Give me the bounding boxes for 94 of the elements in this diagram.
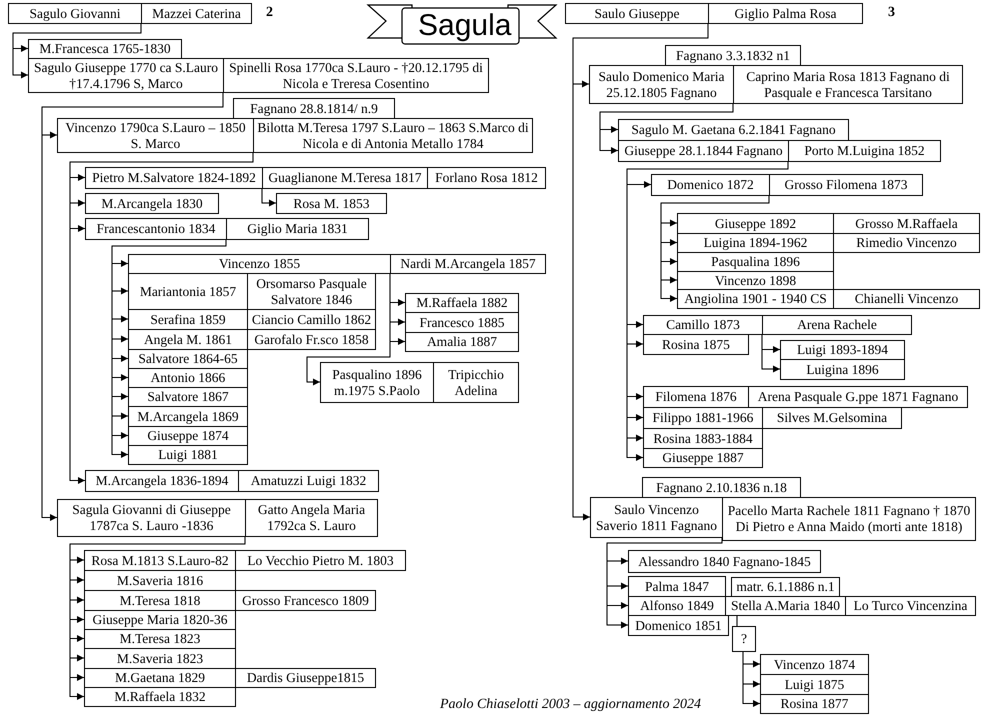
name-box: Pasqualina 1896: [677, 252, 834, 272]
name-box: Alessandro 1840 Fagnano-1845: [628, 550, 821, 573]
name-box: Grosso M.Raffaela: [833, 213, 980, 234]
name-box: Stella A.Maria 1840: [725, 596, 846, 616]
name-box: Fagnano 3.3.1832 n1: [665, 45, 801, 66]
name-box: Sagula Giovanni di Giuseppe 1787ca S. Lauro -1836: [57, 499, 246, 537]
name-box: M.Arcangela 1830: [85, 193, 219, 214]
name-box: Mazzei Caterina: [141, 3, 252, 24]
name-box: Giuseppe 28.1.1844 Fagnano: [618, 140, 789, 162]
name-box: Rosa M.1813 S.Lauro-82: [84, 550, 236, 571]
name-box: Porto M.Luigina 1852: [788, 140, 941, 162]
name-box: Angiolina 1901 - 1940 CS: [677, 289, 834, 309]
name-box: Pacello Marta Rachele 1811 Fagnano † 1870 Di Pietro e Anna Maido (morti ante 1818): [722, 497, 976, 541]
name-box: Salvatore 1867: [128, 387, 248, 407]
name-box: Caprino Maria Rosa 1813 Fagnano di Pasquale e Francesca Tarsitano: [733, 65, 963, 104]
name-box: Luigina 1896: [780, 359, 905, 380]
name-box: Garofalo Fr.sco 1858: [247, 329, 376, 350]
connector-line: [736, 614, 738, 626]
name-box: Saulo Vincenzo Saverio 1811 Fagnano: [590, 497, 723, 538]
arrow: [12, 22, 142, 78]
name-box: Domenico 1851: [628, 615, 729, 636]
name-box: Fagnano 2.10.1836 n.18: [642, 477, 801, 498]
name-box: Vincenzo 1790ca S.Lauro – 1850 S. Marco: [57, 118, 254, 153]
name-box: Luigi 1893-1894: [780, 340, 905, 360]
name-box: Giuseppe 1874: [128, 426, 248, 446]
name-box: Lo Vecchio Pietro M. 1803: [235, 550, 406, 571]
name-box: Vincenzo 1898: [677, 271, 834, 290]
caption: Paolo Chiaselotti 2003 – aggiornamento 2024: [440, 696, 701, 714]
name-box: Luigi 1881: [128, 445, 248, 465]
arrow: [262, 188, 276, 206]
name-box: Grosso Francesco 1809: [235, 590, 376, 611]
name-box: Pietro M.Salvatore 1824-1892: [85, 167, 263, 189]
name-box: Amalia 1887: [405, 332, 519, 352]
name-box: Vincenzo 1874: [760, 654, 869, 675]
name-box: Giglio Palma Rosa: [708, 3, 863, 24]
name-box: Saulo Domenico Maria 25.12.1805 Fagnano: [589, 65, 734, 104]
name-box: Arena Pasquale G.ppe 1871 Fagnano: [748, 386, 968, 408]
name-box: Tripicchio Adelina: [433, 362, 519, 403]
name-box: Forlano Rosa 1812: [427, 167, 546, 189]
name-box: M.Teresa 1823: [84, 629, 236, 649]
name-box: Antonio 1866: [128, 368, 248, 388]
name-box: M.Arcangela 1869: [128, 406, 248, 427]
name-box: Arena Rachele: [762, 315, 912, 335]
name-box: ?: [732, 626, 756, 652]
name-box: Spinelli Rosa 1770ca S.Lauro - †20.12.1795 di Nicola e Treresa Cosentino: [223, 58, 489, 93]
name-box: Sagulo Giuseppe 1770 ca S.Lauro †17.4.1796 S, Marco: [28, 58, 224, 93]
name-box: Vincenzo 1855: [128, 254, 391, 274]
name-box: Camillo 1873: [643, 315, 763, 335]
name-box: M.Saveria 1823: [84, 648, 236, 669]
name-box: M.Arcangela 1836-1894: [85, 470, 239, 492]
arrow: [762, 334, 780, 372]
arrow: [306, 272, 390, 386]
name-box: Giglio Maria 1831: [226, 218, 369, 240]
name-box: Francesco 1885: [405, 312, 519, 333]
name-box: M.Raffaela 1882: [405, 293, 519, 313]
name-box: Lo Turco Vincenzina: [845, 596, 976, 616]
name-box: Saulo Giuseppe: [565, 3, 709, 24]
name-box: Giuseppe 1887: [643, 448, 763, 468]
name-box: Giuseppe Maria 1820-36: [84, 610, 236, 630]
title: Sagula: [418, 11, 512, 41]
name-box: Domenico 1872: [651, 174, 770, 196]
name-box: Salvatore 1864-65: [128, 349, 248, 369]
name-box: Chianelli Vincenzo: [833, 289, 980, 309]
name-box: Filomena 1876: [643, 386, 749, 408]
arrow: [600, 102, 734, 154]
name-box: Luigi 1875: [760, 674, 869, 695]
name-box: Nardi M.Arcangela 1857: [390, 254, 546, 274]
name-box: matr. 6.1.1886 n.1: [731, 577, 840, 597]
name-box: Guaglianone M.Teresa 1817: [262, 167, 428, 189]
name-box: M.Saveria 1816: [84, 570, 236, 591]
name-box: Rimedio Vincenzo: [833, 233, 980, 253]
name-box: Grosso Filomena 1873: [769, 174, 923, 196]
name-box: Silves M.Gelsomina: [762, 407, 902, 429]
name-box: Gatto Angela Maria 1792ca S. Lauro: [245, 499, 378, 537]
name-box: Francescantonio 1834: [85, 218, 227, 240]
name-box: Palma 1847: [628, 576, 726, 597]
arrow: [660, 194, 770, 302]
name-box: Fagnano 28.8.1814/ n.9: [233, 98, 395, 119]
page-number: 3: [888, 4, 895, 22]
name-box: Rosa M. 1853: [276, 193, 387, 214]
name-box: Bilotta M.Teresa 1797 S.Lauro – 1863 S.Marco di Nicola e di Antonia Metallo 1784: [253, 118, 533, 153]
arrow: [742, 650, 760, 707]
name-box: M.Raffaela 1832: [84, 687, 236, 707]
name-box: Rosina 1875: [643, 334, 749, 355]
name-box: Sagulo M. Gaetana 6.2.1841 Fagnano: [618, 119, 849, 141]
name-box: Giuseppe 1892: [677, 213, 834, 234]
name-box: Amatuzzi Luigi 1832: [238, 470, 379, 492]
name-box: Pasqualino 1896 m.1975 S.Paolo: [320, 362, 434, 403]
name-box: M.Francesca 1765-1830: [28, 39, 182, 59]
page-number: 2: [266, 4, 273, 22]
name-box: Rosina 1883-1884: [643, 428, 763, 449]
name-box: Rosina 1877: [760, 694, 869, 714]
name-box: Dardis Giuseppe1815: [235, 668, 376, 688]
name-box: Sagulo Giovanni: [8, 3, 142, 24]
